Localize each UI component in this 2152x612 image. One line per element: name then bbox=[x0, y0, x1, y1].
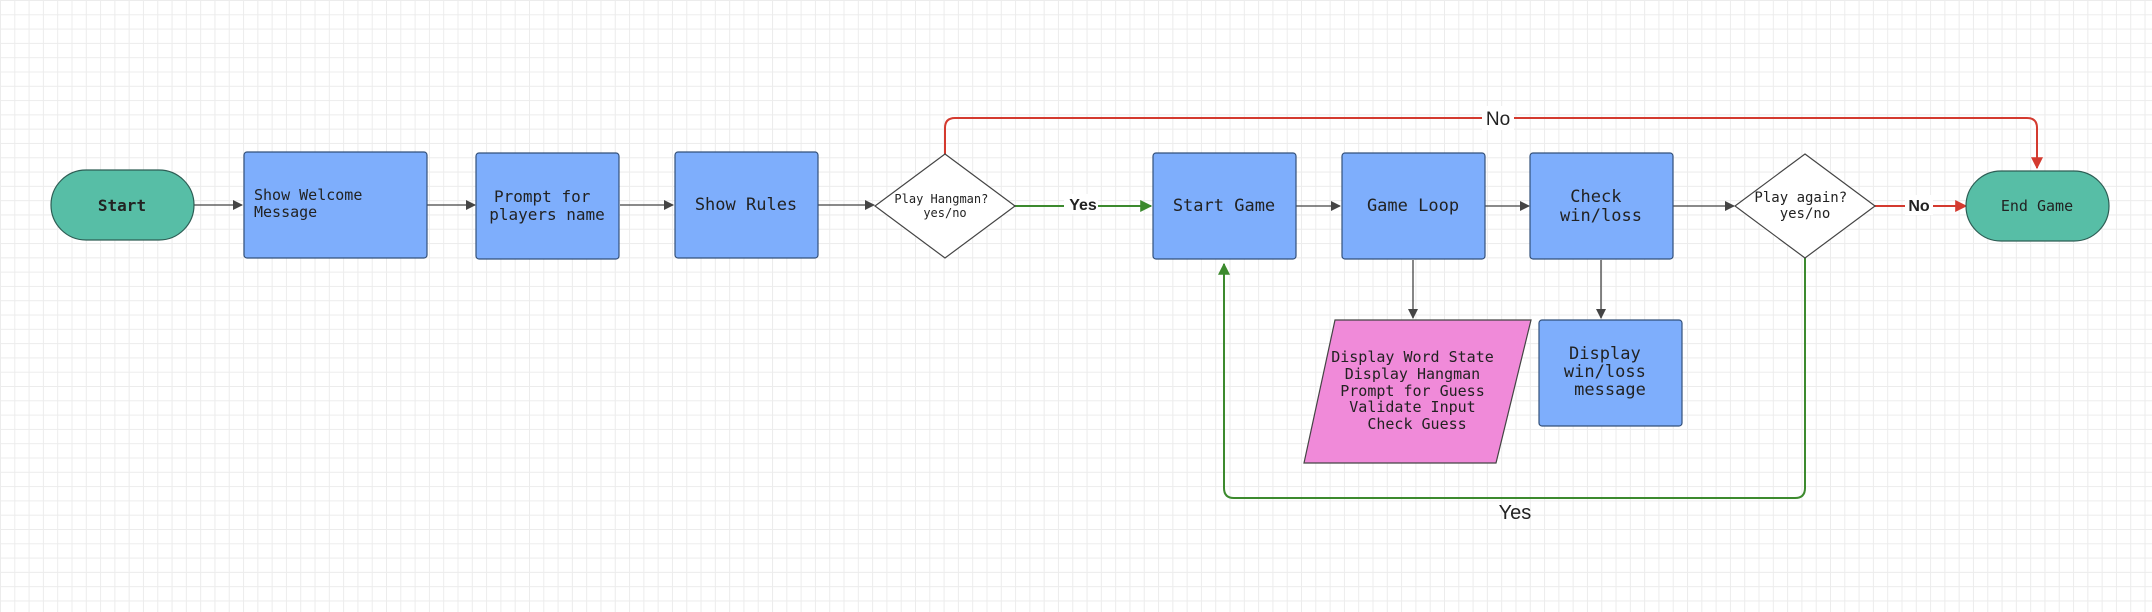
node-start-game-label: Start Game bbox=[1173, 196, 1275, 216]
node-game-loop[interactable]: Game Loop bbox=[1341, 152, 1486, 260]
decision-play-again[interactable]: Play again? yes/no bbox=[1733, 153, 1877, 259]
edge-yes-again[interactable] bbox=[1218, 258, 1806, 499]
node-end-game-label: End Game bbox=[2001, 197, 2073, 215]
node-display-win-loss-message[interactable]: Display win/loss message bbox=[1538, 319, 1683, 427]
node-start[interactable]: Start bbox=[50, 169, 195, 241]
node-show-rules[interactable]: Show Rules bbox=[674, 151, 819, 259]
edge-label-no-again: No bbox=[1908, 198, 1930, 215]
edge-label-yes-again: Yes bbox=[1499, 502, 1532, 524]
node-end-game[interactable]: End Game bbox=[1965, 170, 2110, 242]
node-display-word-state[interactable]: Display Word State Display Hangman Promp… bbox=[1303, 319, 1532, 464]
node-start-game[interactable]: Start Game bbox=[1152, 152, 1297, 260]
edge-label-yes-play: Yes bbox=[1069, 197, 1097, 214]
decision-play-again-label: Play again? yes/no bbox=[1754, 190, 1855, 222]
decision-play-hangman[interactable]: Play Hangman? yes/no bbox=[873, 153, 1017, 259]
node-display-word-state-label: Display Word State Display Hangman Promp… bbox=[1331, 348, 1503, 433]
node-start-label: Start bbox=[98, 196, 146, 215]
node-prompt-name-label: Prompt for players name bbox=[489, 187, 605, 224]
node-game-loop-label: Game Loop bbox=[1367, 196, 1459, 216]
node-show-rules-label: Show Rules bbox=[695, 195, 797, 215]
node-check-win-loss[interactable]: Check win/loss bbox=[1529, 152, 1674, 260]
node-display-win-loss-message-label: Display win/loss message bbox=[1564, 344, 1656, 400]
node-show-welcome-label: Show Welcome Message bbox=[254, 186, 371, 221]
node-check-win-loss-label: Check win/loss bbox=[1560, 187, 1642, 226]
edges bbox=[194, 117, 2043, 499]
edge-label-no-play: No bbox=[1486, 109, 1510, 130]
node-prompt-name[interactable]: Prompt for players name bbox=[475, 152, 620, 260]
decision-play-hangman-label: Play Hangman? yes/no bbox=[894, 192, 995, 220]
edge-labels: Yes No No Yes bbox=[1064, 106, 1933, 524]
node-show-welcome[interactable]: Show Welcome Message bbox=[243, 151, 428, 259]
